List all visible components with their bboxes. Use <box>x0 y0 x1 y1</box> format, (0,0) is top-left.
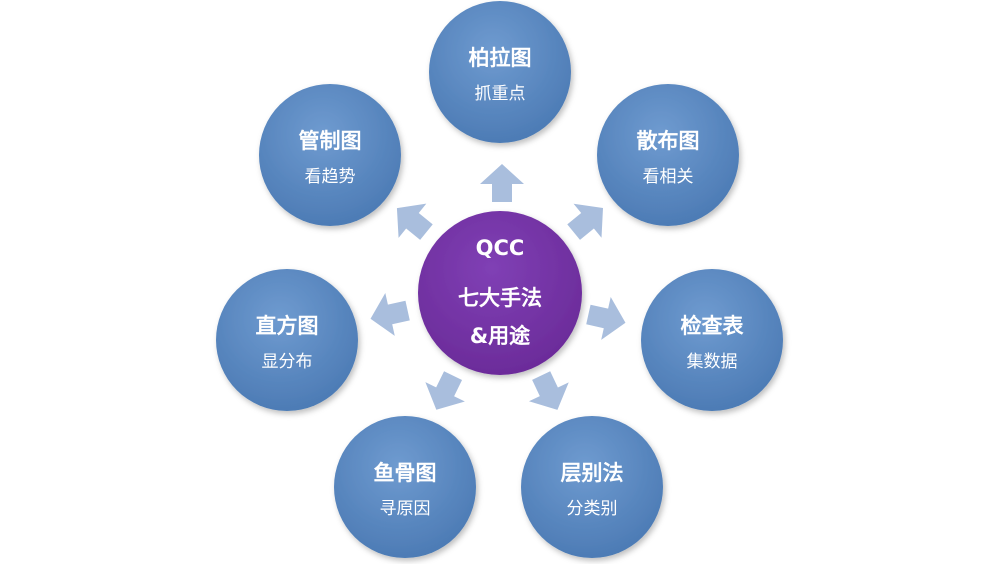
center-circle <box>418 211 582 375</box>
arrow-shape <box>396 203 433 240</box>
node-circle <box>597 84 739 226</box>
center-line-3: &用途 <box>470 324 531 348</box>
node-title: 散布图 <box>637 129 700 153</box>
node-subtitle: 分类别 <box>567 499 618 519</box>
node-title: 柏拉图 <box>469 46 532 70</box>
center-line-1: QCC <box>476 236 525 260</box>
arrow-shape <box>567 203 603 240</box>
arrow-shape <box>480 164 524 202</box>
node-title: 管制图 <box>299 129 362 153</box>
node-subtitle: 抓重点 <box>475 84 526 104</box>
node-title: 层别法 <box>561 461 624 485</box>
node-title: 鱼骨图 <box>374 461 437 485</box>
arrow-shape <box>425 371 465 410</box>
arrows <box>370 164 626 410</box>
node-subtitle: 显分布 <box>262 352 313 372</box>
node-subtitle: 看相关 <box>643 167 694 187</box>
node-circle <box>334 416 476 558</box>
arrow-shape <box>586 296 626 340</box>
arrow-to-histogram <box>370 292 410 336</box>
node-subtitle: 看趋势 <box>305 167 356 187</box>
arrow-to-pareto <box>480 164 524 202</box>
nodes: 柏拉图抓重点散布图看相关检查表集数据层别法分类别鱼骨图寻原因直方图显分布管制图看… <box>216 1 783 558</box>
node-subtitle: 集数据 <box>687 352 738 372</box>
node-title: 直方图 <box>256 314 319 338</box>
node-circle <box>216 269 358 411</box>
node-circle <box>641 269 783 411</box>
center-line-2: 七大手法 <box>458 286 542 310</box>
node-circle <box>259 84 401 226</box>
node-circle <box>521 416 663 558</box>
arrow-to-checksheet <box>586 296 626 340</box>
arrow-to-stratify <box>528 371 569 410</box>
arrow-shape <box>528 371 569 410</box>
center-node: QCC 七大手法 &用途 <box>418 211 582 375</box>
arrow-shape <box>370 292 410 336</box>
node-subtitle: 寻原因 <box>380 499 431 519</box>
arrow-to-scatter <box>567 203 603 240</box>
node-circle <box>429 1 571 143</box>
node-title: 检查表 <box>681 314 745 338</box>
arrow-to-control <box>396 203 433 240</box>
arrow-to-fishbone <box>425 371 465 410</box>
